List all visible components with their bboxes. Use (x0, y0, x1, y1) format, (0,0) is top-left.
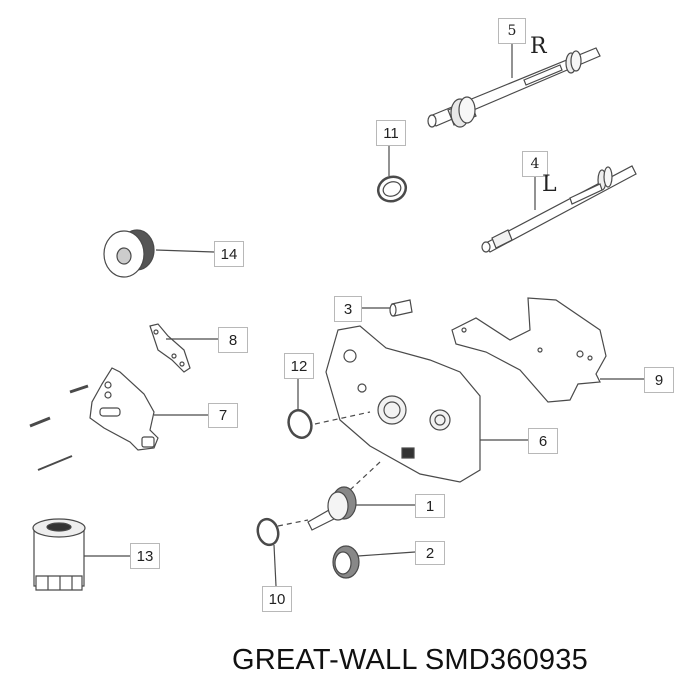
part-14-pulley[interactable] (103, 229, 215, 278)
part-3-dowel-pin[interactable] (362, 299, 413, 317)
part-8-bracket[interactable] (149, 323, 218, 373)
part-6-oil-pump-housing[interactable] (325, 325, 528, 483)
callout-2[interactable]: 2 (415, 541, 445, 565)
part-12-oil-seal[interactable] (285, 379, 371, 441)
callout-4[interactable]: 4 (522, 151, 548, 177)
callout-13[interactable]: 13 (130, 543, 160, 569)
part-7-filter-bracket[interactable] (29, 367, 208, 471)
callout-5[interactable]: 5 (498, 18, 526, 44)
callout-9[interactable]: 9 (644, 367, 674, 393)
part-9-gasket[interactable] (451, 297, 644, 403)
callout-10[interactable]: 10 (262, 586, 292, 612)
shaft-r-label: R (530, 34, 547, 59)
part-5-balance-shaft-r[interactable] (427, 44, 601, 128)
part-4-balance-shaft-l[interactable] (481, 165, 637, 253)
part-13-oil-filter[interactable] (32, 518, 130, 591)
callout-12[interactable]: 12 (284, 353, 314, 379)
part-11-oil-seal[interactable] (375, 146, 410, 205)
part-number-caption: GREAT-WALL SMD360935 (232, 644, 588, 676)
callout-8[interactable]: 8 (218, 327, 248, 353)
part-10-seal-ring[interactable] (255, 517, 309, 587)
callout-14[interactable]: 14 (214, 241, 244, 267)
callout-7[interactable]: 7 (208, 403, 238, 428)
callout-3[interactable]: 3 (334, 296, 362, 322)
part-2-driven-gear[interactable] (332, 545, 416, 579)
shaft-l-label: L (542, 172, 557, 197)
callout-1[interactable]: 1 (415, 494, 445, 518)
callout-11[interactable]: 11 (376, 120, 406, 146)
callout-6[interactable]: 6 (528, 428, 558, 454)
part-1-drive-gear-shaft[interactable] (307, 461, 415, 531)
